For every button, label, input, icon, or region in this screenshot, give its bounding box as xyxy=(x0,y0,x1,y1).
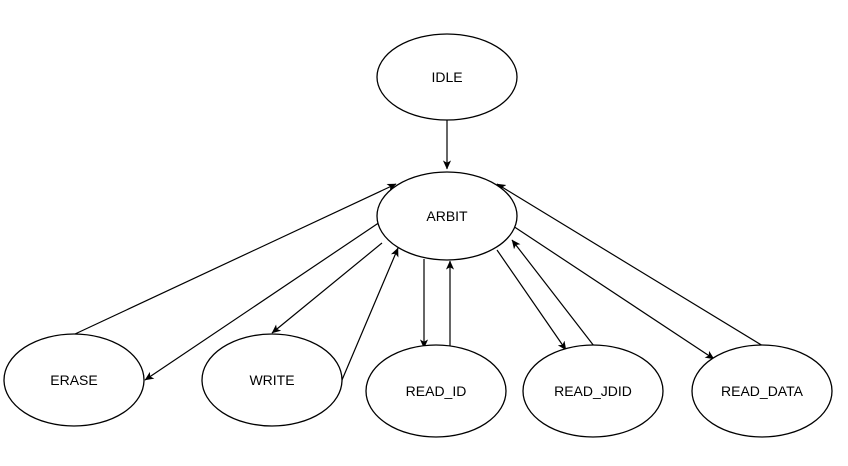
state-write: WRITE xyxy=(201,333,343,427)
edge-erase-to-arbit xyxy=(74,183,397,335)
state-read-id: READ_ID xyxy=(365,344,507,438)
state-read-data-label: READ_DATA xyxy=(721,383,804,399)
state-erase: ERASE xyxy=(3,333,145,427)
state-write-label: WRITE xyxy=(249,372,294,388)
state-erase-label: ERASE xyxy=(50,372,97,388)
state-arbit: ARBIT xyxy=(376,171,518,261)
state-read-data-shape xyxy=(691,344,833,438)
state-read-data: READ_DATA xyxy=(691,344,833,438)
state-read-jdid-label: READ_JDID xyxy=(554,383,632,399)
transitions xyxy=(74,120,764,381)
edge-arbit-to-write xyxy=(271,242,383,334)
edge-write-to-arbit xyxy=(341,247,399,381)
state-erase-shape xyxy=(3,333,145,427)
state-write-shape xyxy=(201,333,343,427)
edge-arbit-to-read-jdid xyxy=(496,249,567,351)
state-read-jdid-shape xyxy=(522,344,664,438)
state-idle-label: IDLE xyxy=(431,69,462,85)
state-idle: IDLE xyxy=(376,33,518,121)
state-read-id-shape xyxy=(365,344,507,438)
edge-arbit-to-read-data xyxy=(512,225,715,360)
state-idle-shape xyxy=(376,33,518,121)
state-read-jdid: READ_JDID xyxy=(522,344,664,438)
state-arbit-shape xyxy=(376,171,518,261)
edge-arbit-to-erase xyxy=(144,221,381,381)
edge-read-jdid-to-arbit xyxy=(511,239,595,347)
state-read-id-label: READ_ID xyxy=(406,383,467,399)
edge-read-data-to-arbit xyxy=(496,183,764,347)
state-arbit-label: ARBIT xyxy=(426,208,468,224)
